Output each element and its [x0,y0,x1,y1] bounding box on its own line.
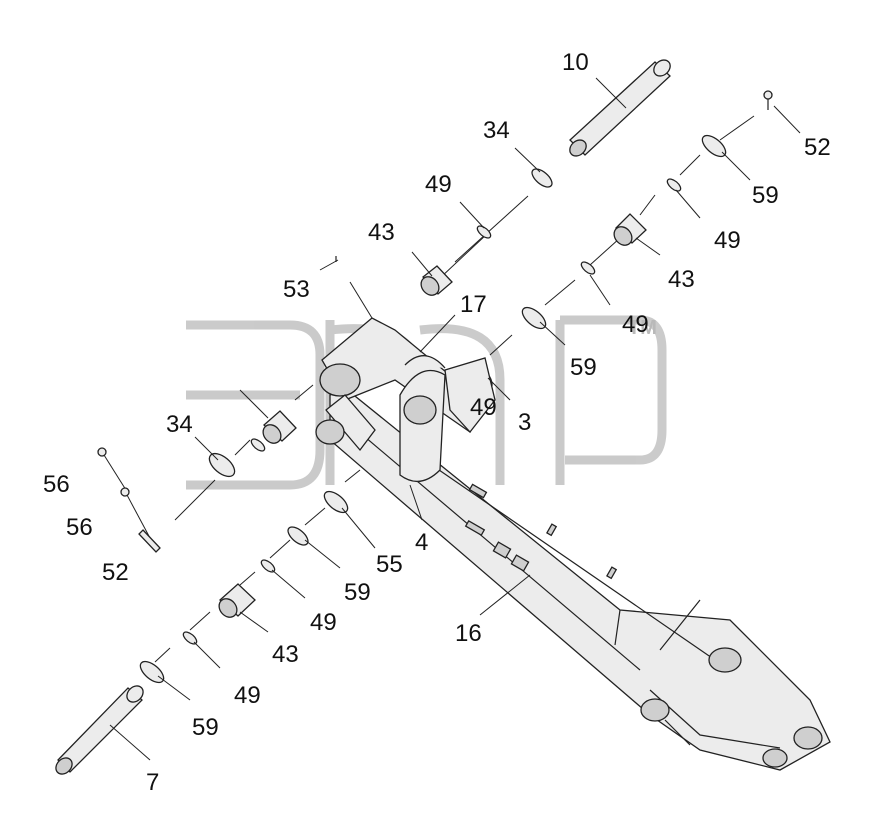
callout-49-d: 49 [470,394,497,421]
callout-7: 7 [146,769,159,796]
callout-49-c: 49 [622,311,649,338]
callout-56-b: 56 [66,514,93,541]
callout-49-a: 49 [425,171,452,198]
callout-43-right: 43 [668,266,695,293]
callout-10: 10 [562,49,589,76]
watermark-tm: TM [628,317,657,339]
callout-3: 3 [518,409,531,436]
callout-52-right: 52 [804,134,831,161]
callout-59-right: 59 [752,182,779,209]
callout-49-f: 49 [234,682,261,709]
callout-56-a: 56 [43,471,70,498]
callout-43-top: 43 [368,219,395,246]
callout-59-bottom: 59 [192,714,219,741]
callout-49-b: 49 [714,227,741,254]
callout-16: 16 [455,620,482,647]
leader-lines [109,77,801,761]
callout-labels: 10 34 52 49 59 43 49 49 53 17 43 49 59 3… [43,49,831,796]
callout-59-left: 59 [344,579,371,606]
callout-52-left: 52 [102,559,129,586]
callout-34-left: 34 [166,411,193,438]
callout-4: 4 [415,529,428,556]
callout-55: 55 [376,551,403,578]
callout-53: 53 [283,276,310,303]
small-hardware [97,90,773,553]
bushings-43 [218,213,647,618]
boss-assembly [315,317,496,482]
pin-10 [569,59,671,157]
callout-34-top: 34 [483,117,510,144]
arm-body-16 [329,387,831,771]
callout-59-mid: 59 [570,354,597,381]
callout-17: 17 [460,291,487,318]
watermark-logo [186,315,667,490]
pin-7 [55,685,144,775]
washers-and-rings [139,134,727,684]
callout-43-bottom: 43 [272,641,299,668]
assembly-axes [103,115,755,663]
callout-49-e: 49 [310,609,337,636]
